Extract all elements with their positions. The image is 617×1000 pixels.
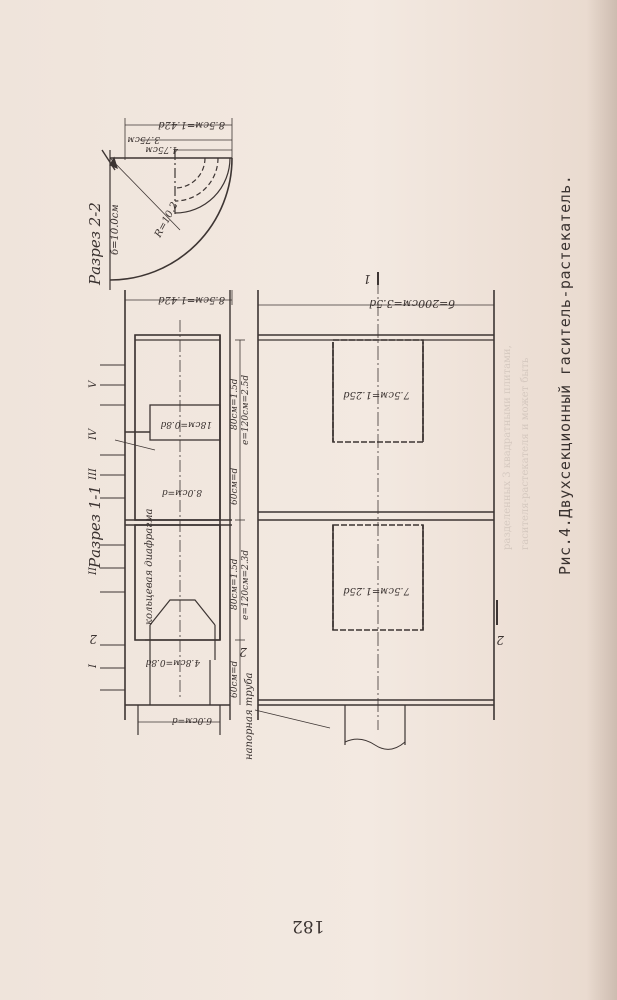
lower-window-label: 7.5см=1.25d: [343, 585, 410, 596]
mid-dim-i: 4.8см=0.8d: [145, 657, 201, 667]
roman-iii: III: [88, 467, 99, 481]
cut-mark-2b: 2: [239, 645, 248, 659]
section2-outer-arc: [109, 157, 233, 281]
cut-mark-2a: 2: [89, 632, 98, 646]
mid-dim-h: 60см=d: [230, 661, 240, 698]
roman-ii: II: [88, 566, 99, 576]
section2-inner-arc: [174, 157, 231, 214]
section-1-label: Разрез 1-1: [86, 485, 104, 569]
top-dim-a: 8.5см=1.42d: [158, 119, 225, 130]
b-dim-label: б=10.0см: [110, 204, 121, 255]
bleed-line-2: гасителя-растекателя и может быть: [520, 357, 531, 550]
mid-dim-a: 18см=0.8d: [160, 419, 212, 429]
mid-dim-g: e=120см=2.3d: [241, 550, 251, 620]
section2-radius-line: [109, 157, 181, 231]
pipe-label: напорная труба: [244, 672, 255, 760]
roman-i: I: [88, 663, 99, 669]
page-number: 182: [292, 916, 325, 936]
plan-width-label: б=200см=3.5d: [369, 297, 455, 310]
roman-iv: IV: [88, 427, 99, 441]
top-dim-d: 8.5см=1.42d: [158, 294, 225, 305]
bleed-line-1: разделенных 3 квадратными плитами,: [502, 345, 513, 550]
cut-mark-2c: 2: [496, 633, 505, 647]
section2-dashed-arc-2: [174, 157, 219, 202]
mid-dim-f: 80см=1.5d: [230, 558, 240, 610]
figure-caption: Рис.4.Двухсекционный гаситель-растекател…: [556, 174, 574, 575]
top-dim-b: 3.75см: [127, 134, 160, 144]
mid-dim-c: e=120см=2.5d: [241, 375, 251, 445]
mid-dim-b: 80см=1.5d: [230, 378, 240, 430]
roman-v: V: [88, 379, 99, 388]
upper-window-label: 7.5см=1.25d: [343, 389, 410, 400]
section-2-label: Разрез 2-2: [86, 202, 104, 286]
mid-dim-e: 8.0см=d: [162, 487, 202, 497]
bleed-through-text: разделенных 3 квадратными плитами, гасит…: [502, 345, 531, 550]
top-dim-c: 4.75см: [145, 144, 179, 154]
diaphragm-label: кольцевая диафрагма: [144, 508, 155, 625]
cut-mark-1: 1: [363, 272, 371, 286]
mid-dim-j: 6.0см=d: [172, 715, 212, 725]
section2-dashed-arc: [174, 157, 206, 189]
mid-dim-d: 60см=d: [230, 468, 240, 505]
